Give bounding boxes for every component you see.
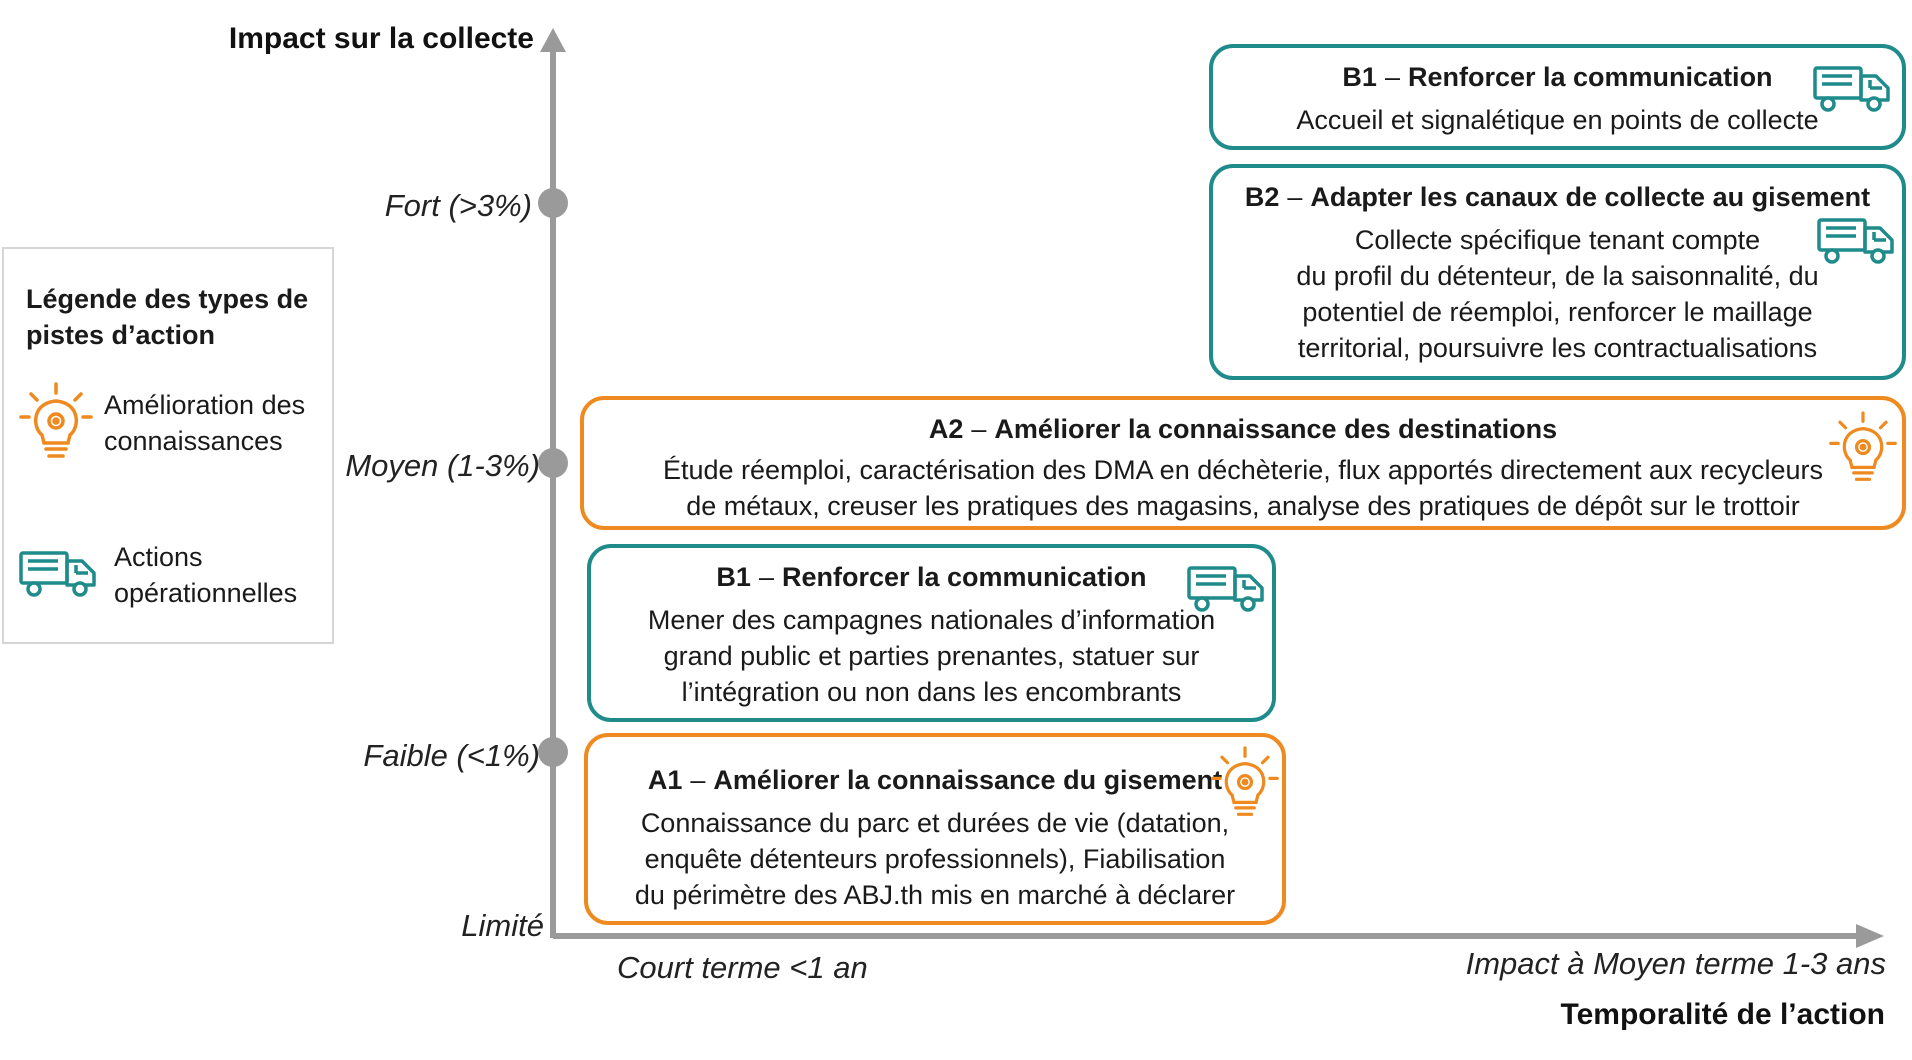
x-tick-court-terme: Court terme <1 an xyxy=(617,950,868,985)
truck-icon xyxy=(19,551,96,597)
truck-icon xyxy=(1817,218,1894,264)
lightbulb-gear-icon xyxy=(1829,411,1897,481)
y-tick-limite: Limité xyxy=(461,908,544,943)
legend-label-operational: Actions opérationnelles xyxy=(114,542,298,608)
lightbulb-gear-icon xyxy=(1211,746,1279,816)
lightbulb-gear-icon xyxy=(19,382,93,458)
action-card-b1-points-collecte: B1–Renforcer la communication Accueil et… xyxy=(1209,44,1906,150)
action-card-b1-campagnes: B1–Renforcer la communication Mener des … xyxy=(587,544,1276,722)
legend: Légende des types de pistes d’action Amé… xyxy=(2,247,334,644)
legend-title: Légende des types de pistes d’action xyxy=(26,284,309,350)
card-title: A2–Améliorer la connaissance des destina… xyxy=(928,414,1558,444)
y-axis-arrow xyxy=(540,28,566,52)
card-title: B1–Renforcer la communication xyxy=(1342,62,1773,92)
tick-dot-moyen xyxy=(538,448,568,478)
truck-icon xyxy=(1813,66,1890,112)
y-axis-title: Impact sur la collecte xyxy=(228,22,534,55)
truck-icon xyxy=(1187,566,1264,612)
card-title: B2–Adapter les canaux de collecte au gis… xyxy=(1244,182,1871,212)
y-tick-moyen: Moyen (1-3%) xyxy=(345,448,540,483)
card-title: A1–Améliorer la connaissance du gisement xyxy=(647,765,1223,795)
x-axis-title: Temporalité de l’action xyxy=(1560,998,1885,1031)
x-axis-arrow xyxy=(1856,924,1884,948)
card-body: Connaissance du parc et durées de vie (d… xyxy=(634,808,1236,910)
tick-dot-fort xyxy=(538,188,568,218)
card-body: Étude réemploi, caractérisation des DMA … xyxy=(662,455,1824,521)
legend-label-knowledge: Amélioration des connaissances xyxy=(104,390,306,456)
card-body: Accueil et signalétique en points de col… xyxy=(1296,105,1819,135)
card-body: Collecte spécifique tenant compte du pro… xyxy=(1296,225,1819,363)
action-card-a1: A1–Améliorer la connaissance du gisement… xyxy=(584,733,1286,925)
card-title: B1–Renforcer la communication xyxy=(716,562,1147,592)
y-tick-faible: Faible (<1%) xyxy=(363,738,540,773)
card-body: Mener des campagnes nationales d’informa… xyxy=(647,605,1216,707)
y-tick-fort: Fort (>3%) xyxy=(384,188,532,223)
action-card-a2: A2–Améliorer la connaissance des destina… xyxy=(580,396,1906,530)
x-tick-moyen-terme: Impact à Moyen terme 1-3 ans xyxy=(1465,946,1886,981)
action-card-b2: B2–Adapter les canaux de collecte au gis… xyxy=(1209,164,1906,380)
tick-dot-faible xyxy=(538,737,568,767)
